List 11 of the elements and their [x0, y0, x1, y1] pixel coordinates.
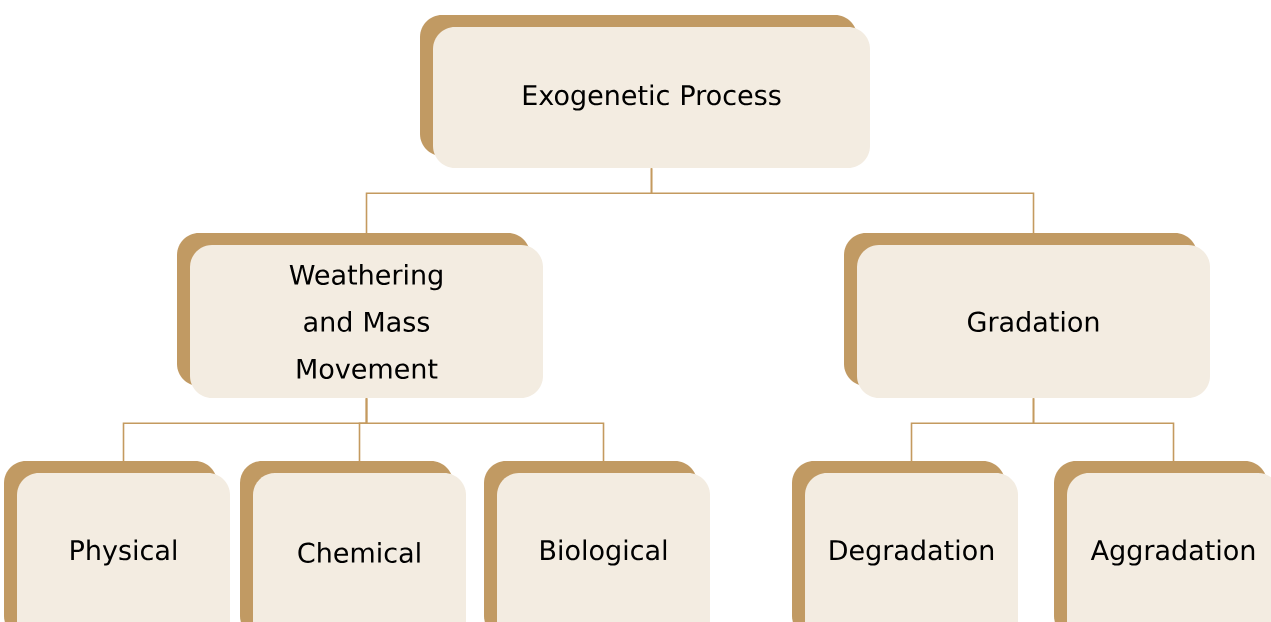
- connector-line: [650, 167, 1035, 235]
- process-box: Gradation: [844, 233, 1210, 398]
- process-box: Degradation: [792, 461, 1018, 622]
- process-box: Exogenetic Process: [420, 15, 870, 168]
- process-box: Biological: [484, 461, 710, 622]
- process-box: Weathering and Mass Movement: [177, 233, 543, 398]
- process-box: Physical: [4, 461, 230, 622]
- connector-line: [1032, 397, 1175, 463]
- process-box: Aggradation: [1054, 461, 1271, 622]
- connector-line: [365, 397, 605, 463]
- process-box: Chemical: [240, 461, 466, 622]
